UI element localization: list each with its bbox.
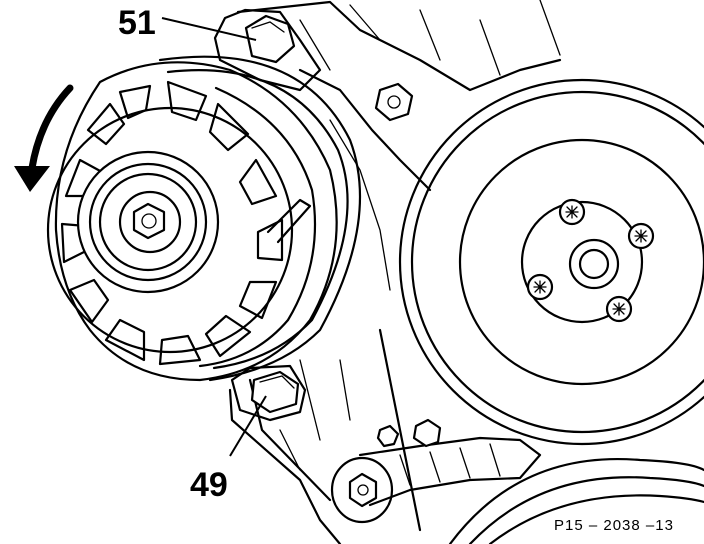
upper-mounting-bolt (244, 14, 296, 64)
torx-screw-icon (526, 273, 554, 301)
alternator (46, 55, 362, 382)
callout-51: 51 (118, 4, 156, 42)
alternator-pulley (76, 150, 220, 294)
rotation-arrow-icon (14, 84, 74, 192)
tensioner-bolt (348, 472, 378, 508)
crankshaft-pulley (398, 78, 704, 544)
torx-screw-icon (605, 295, 633, 323)
torx-screw-icon (558, 198, 586, 226)
torx-screw-icon (627, 222, 655, 250)
housing-bolt (374, 82, 414, 122)
engine-housing (228, 0, 562, 544)
callout-leader-49 (229, 395, 267, 457)
upper-bracket (213, 8, 322, 92)
pulley-nut (132, 202, 166, 240)
tensioner-arm (330, 418, 542, 524)
callout-leader-51 (161, 17, 257, 41)
drawing-code: P15 – 2038 –13 (554, 517, 674, 534)
callout-49: 49 (190, 466, 228, 504)
